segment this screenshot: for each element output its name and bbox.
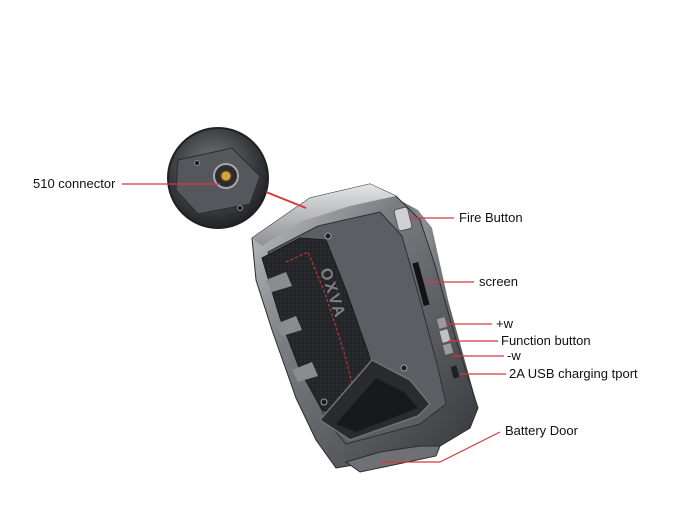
leader-battery xyxy=(380,431,501,463)
label-battery-door: Battery Door xyxy=(505,423,578,438)
grip-chevron-2 xyxy=(276,316,302,336)
label-screen: screen xyxy=(479,274,519,289)
label-usb-port: 2A USB charging tport xyxy=(509,366,638,381)
lower-trim-inner xyxy=(336,378,418,432)
fire-button[interactable] xyxy=(393,206,413,232)
leader-lines xyxy=(122,183,506,463)
label-510-connector: 510 connector xyxy=(33,176,116,191)
connector-pin xyxy=(220,170,232,182)
connector-zoom-inset xyxy=(167,127,269,229)
grip-stitch xyxy=(285,251,357,399)
usb-port xyxy=(450,365,460,379)
label-minus-w: -w xyxy=(507,348,521,363)
screw-right xyxy=(400,364,408,372)
label-fire-button: Fire Button xyxy=(459,210,523,225)
device-body: OXVA xyxy=(251,183,479,473)
leader-inset-to-device xyxy=(265,191,307,209)
label-plus-w: +w xyxy=(496,316,513,331)
grip-chevron-1 xyxy=(266,272,292,292)
screw-left xyxy=(320,398,328,406)
zoom-screw-1 xyxy=(194,160,200,166)
label-function-button: Function button xyxy=(501,333,591,348)
zoom-screw-2 xyxy=(237,205,243,211)
screw-top xyxy=(324,232,332,240)
battery-door xyxy=(344,445,441,473)
minus-button[interactable] xyxy=(442,343,454,355)
device-top-cap xyxy=(252,184,396,246)
grip-chevron-3 xyxy=(292,362,318,382)
plus-button[interactable] xyxy=(436,317,448,329)
screen-window xyxy=(412,261,430,307)
function-button[interactable] xyxy=(439,329,451,343)
